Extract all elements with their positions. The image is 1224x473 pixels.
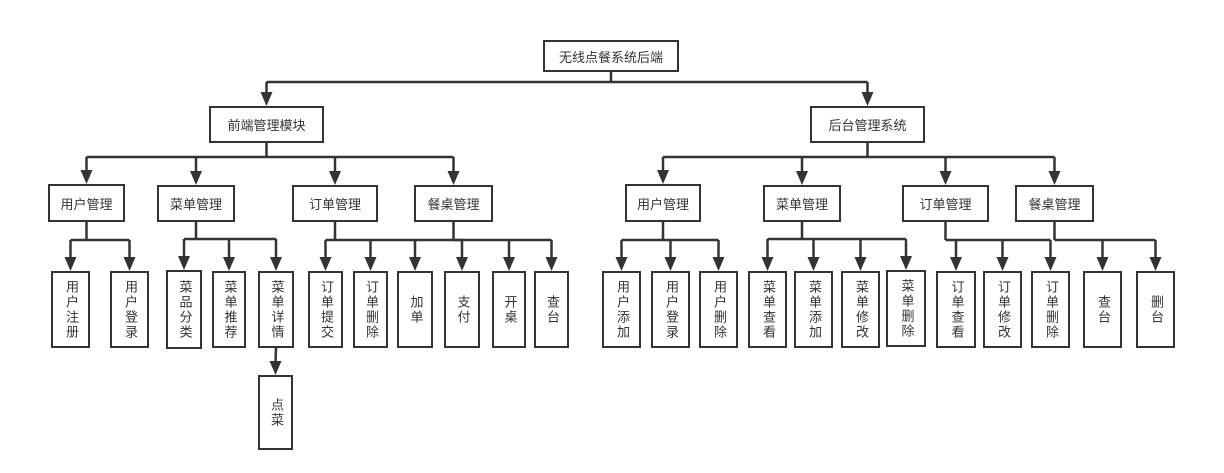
node-backend-table-check: 查台 xyxy=(1083,271,1122,348)
arrow-head-icon xyxy=(1096,257,1109,271)
node-dish-category: 菜品分类 xyxy=(166,270,202,349)
arrow-head-icon xyxy=(900,256,912,270)
node-root: 无线点餐系统后端 xyxy=(543,40,679,72)
node-user-add: 用户添加 xyxy=(602,271,641,348)
node-order-dish: 点菜 xyxy=(258,375,293,450)
arrow-head-icon xyxy=(657,170,669,184)
arrow-head-icon xyxy=(796,171,808,185)
arrow-head-icon xyxy=(503,257,515,271)
node-menu-add: 菜单添加 xyxy=(794,271,833,348)
node-frontend-table-management: 餐桌管理 xyxy=(414,185,493,222)
node-menu-view: 菜单查看 xyxy=(748,271,787,348)
arrow-head-icon xyxy=(861,92,874,106)
arrow-head-icon xyxy=(664,257,677,271)
node-backend-system: 后台管理系统 xyxy=(810,106,925,143)
node-backend-user-management: 用户管理 xyxy=(625,184,701,222)
arrow-head-icon xyxy=(260,92,273,106)
node-user-register: 用户注册 xyxy=(51,271,90,348)
arrow-head-icon xyxy=(615,257,628,271)
node-frontend-menu-management: 菜单管理 xyxy=(157,185,235,222)
arrow-head-icon xyxy=(1044,257,1057,271)
node-table-delete: 删台 xyxy=(1136,271,1175,348)
arrow-head-icon xyxy=(712,257,725,271)
node-order-pay: 支付 xyxy=(444,271,480,348)
arrow-head-icon xyxy=(80,170,93,184)
arrow-head-icon xyxy=(996,257,1009,271)
arrow-head-icon xyxy=(364,257,377,271)
node-backend-order-management: 订单管理 xyxy=(902,185,989,222)
arrow-head-icon xyxy=(1149,257,1162,271)
node-menu-delete: 菜单删除 xyxy=(886,270,926,347)
node-table-check: 查台 xyxy=(534,271,569,348)
node-order-delete: 订单删除 xyxy=(353,271,388,348)
arrow-head-icon xyxy=(1048,171,1061,185)
node-backend-menu-management: 菜单管理 xyxy=(763,185,841,222)
node-table-open: 开桌 xyxy=(492,271,526,348)
arrow-head-icon xyxy=(950,257,962,271)
arrow-head-icon xyxy=(319,257,332,271)
arrow-head-icon xyxy=(447,171,460,185)
arrow-head-icon xyxy=(456,257,468,271)
arrow-head-icon xyxy=(807,257,820,271)
node-menu-detail: 菜单详情 xyxy=(258,271,294,348)
connector-f-menu-detail-f-menu-order-dish xyxy=(274,347,278,364)
arrow-head-icon xyxy=(939,171,952,185)
node-backend-user-login: 用户登录 xyxy=(651,271,690,348)
node-backend-table-management: 餐桌管理 xyxy=(1015,185,1094,222)
arrow-head-icon xyxy=(854,257,867,271)
node-user-login: 用户登录 xyxy=(110,271,149,348)
node-frontend-order-management: 订单管理 xyxy=(292,185,378,222)
node-frontend-module: 前端管理模块 xyxy=(209,106,324,143)
node-menu-edit: 菜单修改 xyxy=(841,271,880,348)
arrow-head-icon xyxy=(123,257,136,271)
node-order-view: 订单查看 xyxy=(936,271,976,348)
arrow-head-icon xyxy=(409,257,421,271)
node-backend-order-delete: 订单删除 xyxy=(1031,271,1070,348)
node-order-add: 加单 xyxy=(397,271,433,348)
arrow-head-icon xyxy=(269,361,282,375)
node-menu-recommend: 菜单推荐 xyxy=(212,271,246,348)
node-user-delete: 用户删除 xyxy=(699,271,738,348)
node-order-submit: 订单提交 xyxy=(308,271,343,348)
arrow-head-icon xyxy=(178,256,190,270)
node-frontend-user-management: 用户管理 xyxy=(48,184,125,222)
arrow-head-icon xyxy=(64,257,77,271)
node-order-edit: 订单修改 xyxy=(983,271,1022,348)
arrow-head-icon xyxy=(329,171,341,185)
arrow-head-icon xyxy=(190,171,202,185)
arrow-head-icon xyxy=(270,257,282,271)
arrow-head-icon xyxy=(545,257,558,271)
arrow-head-icon xyxy=(223,257,235,271)
arrow-head-icon xyxy=(761,257,774,271)
